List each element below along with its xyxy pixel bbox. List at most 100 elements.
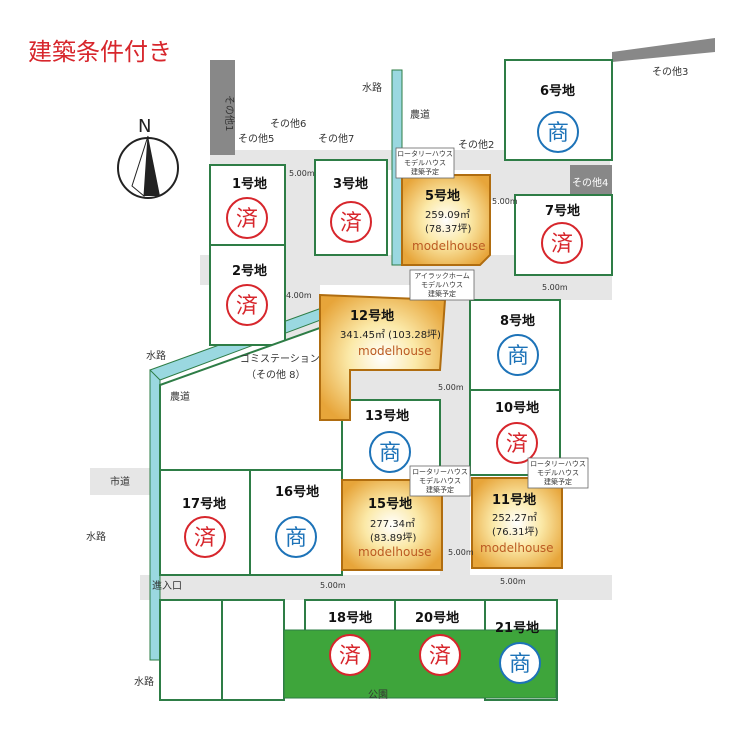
map-title: 建築条件付き [28,38,172,66]
lot-10-sold-badge: 済 [496,422,538,464]
lot-5-model: modelhouse [412,239,486,253]
lot-18-label: 18号地 [328,610,372,626]
lot-21-label: 21号地 [495,620,539,636]
garbage-station-label: ゴミステーション [240,352,320,365]
park-label: 公園 [368,689,388,701]
svg-text:済: 済 [194,526,216,551]
road-width-6: 5.00m [448,548,474,557]
svg-text:商: 商 [507,344,529,369]
svg-text:済: 済 [236,294,258,319]
svg-text:商: 商 [379,441,401,466]
svg-text:済: 済 [429,644,451,669]
lot-15-tsubo: (83.89坪) [370,531,417,544]
svg-text:ロータリーハウス: ロータリーハウス [412,467,468,476]
lot-5-tsubo: (78.37坪) [425,222,472,235]
lot-8-label: 8号地 [500,313,535,329]
lot-3-label: 3号地 [333,176,368,192]
lot-8-commercial-badge: 商 [497,334,539,376]
lot-5-label: 5号地 [425,188,460,204]
svg-text:済: 済 [506,432,528,457]
road-width-5: 5.00m [438,383,464,392]
other-1-label: その他1 [223,95,236,131]
svg-text:済: 済 [339,644,361,669]
lot-20-label: 20号地 [415,610,459,626]
lot-11-callout: ロータリーハウス モデルハウス 建築予定 [527,457,589,489]
lot-15-area: 277.34㎡ [370,518,415,530]
lot-5-area: 259.09㎡ [425,209,470,221]
svg-text:モデルハウス: モデルハウス [419,476,461,485]
lot-13-commercial-badge: 商 [369,431,411,473]
svg-text:済: 済 [236,207,258,232]
waterway-top-label: 水路 [362,81,382,94]
svg-text:建築予定: 建築予定 [544,477,572,486]
lot-7-sold-badge: 済 [541,222,583,264]
svg-text:商: 商 [547,121,569,146]
waterway-left-label: 水路 [146,349,166,362]
other-3-label: その他3 [652,65,688,78]
lot-10-label: 10号地 [495,400,539,416]
road-width-1: 5.00m [289,169,315,178]
waterway-mid-label: 水路 [86,530,106,543]
svg-text:モデルハウス: モデルハウス [421,280,463,289]
north-arrow-icon: N [117,116,179,199]
lot-17-sold-badge: 済 [184,516,226,558]
farm-road-top-label: 農道 [410,108,430,121]
other-2-label: その他2 [458,138,494,151]
road-width-2: 5.00m [492,197,518,206]
svg-text:商: 商 [285,526,307,551]
lot-11-model: modelhouse [480,541,554,555]
road-width-8: 5.00m [500,577,526,586]
lot-16-label: 16号地 [275,484,319,500]
lot-12-label: 12号地 [350,308,394,324]
svg-text:ロータリーハウス: ロータリーハウス [397,149,453,158]
garbage-station-sub-label: （その他 8） [246,368,306,381]
svg-text:済: 済 [340,211,362,236]
lot-1-sold-badge: 済 [226,197,268,239]
svg-text:アイラックホーム: アイラックホーム [414,272,469,280]
lot-6-commercial-badge: 商 [537,111,579,153]
lot-2-sold-badge: 済 [226,284,268,326]
lot-21-commercial-badge: 商 [499,642,541,684]
svg-text:モデルハウス: モデルハウス [537,468,579,477]
lot-17-label: 17号地 [182,496,226,512]
svg-text:モデルハウス: モデルハウス [404,158,446,167]
lot-1-label: 1号地 [232,176,267,192]
lot-18-sold-badge: 済 [329,634,371,676]
other-5-label: その他5 [238,132,274,145]
svg-text:建築予定: 建築予定 [428,289,456,298]
svg-text:建築予定: 建築予定 [411,167,439,176]
road-width-3: 5.00m [542,283,568,292]
lot-11-label: 11号地 [492,492,536,508]
svg-text:商: 商 [509,652,531,677]
lot-2-label: 2号地 [232,263,267,279]
lot-11-tsubo: (76.31坪) [492,525,539,538]
lot-11-area: 252.27㎡ [492,512,537,524]
svg-text:済: 済 [551,232,573,257]
north-label: N [138,116,151,137]
other-4-label: その他4 [572,176,608,189]
lot-16-commercial-badge: 商 [275,516,317,558]
farm-road-left-label: 農道 [170,390,190,403]
lot-7-label: 7号地 [545,203,580,219]
lot-15-label: 15号地 [368,496,412,512]
svg-text:ロータリーハウス: ロータリーハウス [530,459,586,468]
roads [90,38,715,600]
lot-15-callout: ロータリーハウス モデルハウス 建築予定 [409,465,471,497]
lot-12-area: 341.45㎡ (103.28坪) [340,328,441,341]
lot-6-label: 6号地 [540,83,575,99]
lot-12-callout: アイラックホーム モデルハウス 建築予定 [409,269,475,301]
lot-20-sold-badge: 済 [419,634,461,676]
lot-3-sold-badge: 済 [330,201,372,243]
lot-15-model: modelhouse [358,545,432,559]
svg-text:建築予定: 建築予定 [426,485,454,494]
other-6-label: その他6 [270,117,306,130]
lot-5-callout: ロータリーハウス モデルハウス 建築予定 [395,147,455,179]
lot-12-model: modelhouse [358,344,432,358]
road-width-7: 5.00m [320,581,346,590]
entrance-label: 進入口 [152,580,182,592]
city-road-label: 市道 [110,475,130,488]
other-7-label: その他7 [318,132,354,145]
lot-13-label: 13号地 [365,408,409,424]
